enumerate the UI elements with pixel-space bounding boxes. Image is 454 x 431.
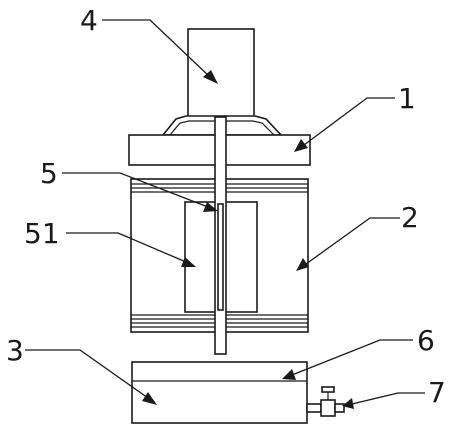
callout-4: 4: [80, 4, 98, 37]
callout-51: 51: [24, 217, 60, 250]
tank-body: [131, 361, 308, 424]
callout-labels: 4 1 5 51 2 3 6 7: [6, 4, 446, 409]
callout-5: 5: [40, 157, 58, 190]
leader-lines: [25, 19, 425, 409]
drive-housing: [187, 28, 255, 124]
callout-2: 2: [401, 201, 419, 234]
callout-3: 3: [6, 334, 24, 367]
shaft-blade: [217, 203, 224, 311]
callout-6: 6: [417, 324, 435, 357]
bottom-tank: [131, 361, 308, 424]
callout-7: 7: [428, 376, 446, 409]
outlet-valve: [306, 386, 345, 417]
callout-1: 1: [398, 82, 416, 115]
